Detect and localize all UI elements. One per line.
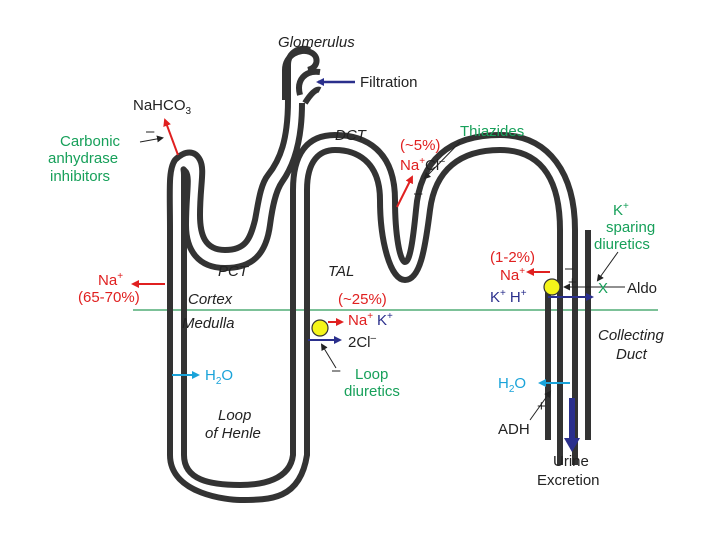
dct-percent: (~5%) — [400, 137, 440, 154]
carbonic-label-1: Carbonic — [60, 133, 121, 150]
collecting-label-1: Collecting — [598, 327, 665, 344]
pct-na: Na+ — [98, 271, 123, 289]
thiazides-label: Thiazides — [460, 123, 524, 140]
cd-h2o: H2O — [498, 375, 526, 395]
cd-plus: + — [568, 274, 577, 291]
k-sparing-pointer — [596, 251, 619, 282]
urine-label-1: Urine — [553, 453, 589, 470]
adh-pointer — [529, 390, 552, 421]
pct-label: PCT — [218, 263, 250, 280]
urine-label-2: Excretion — [537, 472, 600, 489]
loop-henle-1: Loop — [218, 407, 251, 424]
carbonic-minus: – — [146, 123, 155, 140]
cd-minus: – — [565, 260, 574, 277]
x-label: X — [598, 280, 608, 297]
carbonic-label-3: inhibitors — [50, 168, 110, 185]
collecting-duct-wall — [545, 230, 591, 440]
carbonic-pointer — [139, 135, 164, 143]
collecting-label-2: Duct — [616, 346, 648, 363]
dct-minus: – — [414, 185, 423, 202]
tal-label: TAL — [328, 263, 354, 280]
k-sparing-label-3: diuretics — [594, 236, 650, 253]
glomerulus-label: Glomerulus — [278, 34, 355, 51]
cortex-label: Cortex — [188, 291, 233, 308]
tal-pump — [311, 319, 329, 337]
k-sparing-label-2: sparing — [606, 219, 655, 236]
glomerulus-cap — [282, 48, 320, 100]
medulla-label: Medulla — [182, 315, 235, 332]
loop-henle-2: of Henle — [205, 425, 261, 442]
tal-nak: Na+K+ — [348, 311, 393, 329]
cd-percent: (1-2%) — [490, 249, 535, 266]
tal-cl: 2Cl– — [348, 333, 377, 351]
loop-diuretics-1: Loop — [355, 366, 388, 383]
thiazides-pointer — [423, 141, 461, 180]
cd-kh: K+H+ — [490, 288, 527, 306]
tubule-inner-wall — [180, 86, 578, 488]
nahco3-arrow — [163, 118, 179, 156]
tal-minus: – — [332, 362, 341, 379]
loop-diuretics-pointer — [320, 343, 337, 369]
loop-h2o: H2O — [205, 367, 233, 387]
tal-percent: (~25%) — [338, 291, 387, 308]
filtration-label: Filtration — [360, 74, 418, 91]
k-sparing-k: K+ — [613, 201, 629, 219]
dct-nacl-arrow — [396, 175, 413, 208]
loop-diuretics-2: diuretics — [344, 383, 400, 400]
nahco3-label: NaHCO3 — [133, 97, 192, 117]
pct-percent: (65-70%) — [78, 289, 140, 306]
adh-label: ADH — [498, 421, 530, 438]
adh-plus: + — [537, 398, 546, 415]
urine-flow-arrowhead — [564, 438, 580, 452]
carbonic-label-2: anhydrase — [48, 150, 118, 167]
cd-pump — [543, 278, 561, 296]
dct-nacl: Na+Cl– — [400, 156, 445, 174]
cd-na: Na+ — [500, 266, 525, 284]
aldo-label: Aldo — [627, 280, 657, 297]
dct-label: DCT — [335, 127, 368, 144]
